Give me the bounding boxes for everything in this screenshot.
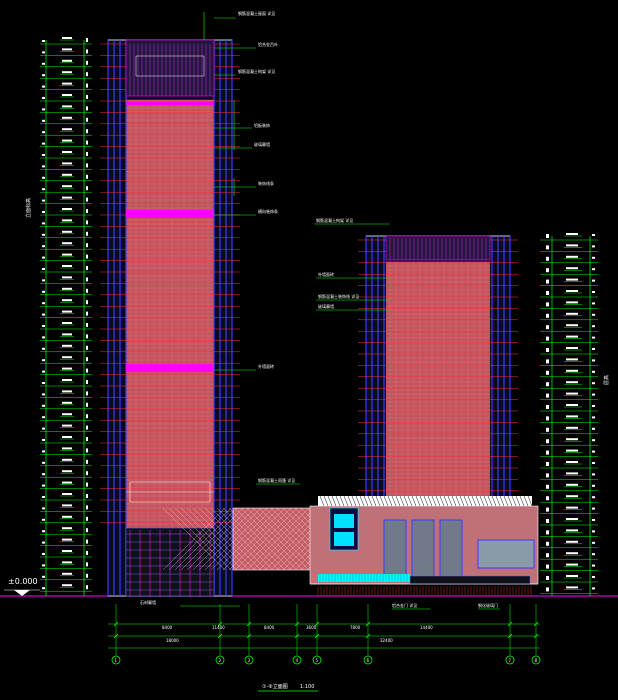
podium-elevation: [162, 495, 539, 596]
note-p-2: 石材幕墙: [140, 599, 156, 605]
svg-text:2: 2: [219, 658, 222, 663]
dim-total-1: 18000: [166, 638, 179, 643]
note-p-1: 钢筋混凝土雨篷 详见: [258, 477, 295, 483]
svg-text:5: 5: [316, 658, 319, 663]
dim-lower-1: 8400: [162, 625, 173, 630]
grid-axis-4: 4: [292, 655, 302, 665]
tower-b-elevation: [358, 235, 518, 499]
note-b-2: 外墙面砖: [318, 271, 334, 277]
svg-text:4: 4: [296, 658, 299, 663]
svg-text:3: 3: [248, 658, 251, 663]
left-elevation-axis: [40, 37, 92, 596]
dim-total-2: 32400: [380, 638, 393, 643]
note-a-7: 横向装饰条: [258, 208, 278, 214]
svg-text:6: 6: [367, 658, 370, 663]
drawing-title: ①-⑧立面图: [262, 683, 288, 690]
datum-label: ±0.000: [8, 577, 38, 586]
note-a-6: 装饰线条: [258, 180, 274, 186]
right-elevation-axis: [540, 233, 598, 596]
tower-a-elevation: [100, 39, 240, 597]
dim-lower-2: 11400: [212, 625, 225, 630]
grid-axis-3: 3: [244, 655, 254, 665]
svg-text:8: 8: [535, 658, 538, 663]
svg-text:1: 1: [115, 658, 118, 663]
note-p-4: 钢化玻璃门: [478, 602, 498, 608]
note-a-1: 钢筋混凝土屋面 详见: [238, 10, 275, 16]
drawing-scale: 1:100: [300, 684, 314, 690]
left-axis-side-label: 立面标高: [25, 198, 32, 218]
note-p-3: 铝合金门 详见: [392, 602, 417, 608]
grid-axis-5: 5: [312, 655, 322, 665]
grid-axis-8: 8: [531, 655, 541, 665]
note-a-2: 铝合金百叶: [258, 41, 278, 47]
dim-lower-3: 8400: [264, 625, 275, 630]
grid-axis-6: 6: [363, 655, 373, 665]
note-b-3: 钢筋混凝土装饰线 详见: [318, 293, 359, 299]
note-a-8: 外墙面砖: [258, 363, 274, 369]
note-a-4: 铝板装饰: [254, 122, 270, 128]
grid-axis-1: 1: [111, 655, 121, 665]
right-axis-side-label: 层高: [603, 375, 610, 385]
dim-lower-4: 3600: [306, 625, 317, 630]
annotation-leaders: [180, 12, 500, 610]
grid-axis-7: 7: [505, 655, 515, 665]
note-a-3: 钢筋混凝土构架 详见: [238, 68, 275, 74]
note-b-4: 玻璃幕墙: [318, 303, 334, 309]
svg-text:7: 7: [509, 658, 512, 663]
note-b-1: 钢筋混凝土构架 详见: [316, 217, 353, 223]
grid-axis-2: 2: [215, 655, 225, 665]
dim-lower-5: 7800: [350, 625, 361, 630]
ground-line: [0, 589, 618, 597]
dim-lower-6: 14400: [420, 625, 433, 630]
dimension-lines: [108, 604, 540, 656]
note-a-5: 玻璃幕墙: [254, 141, 270, 147]
